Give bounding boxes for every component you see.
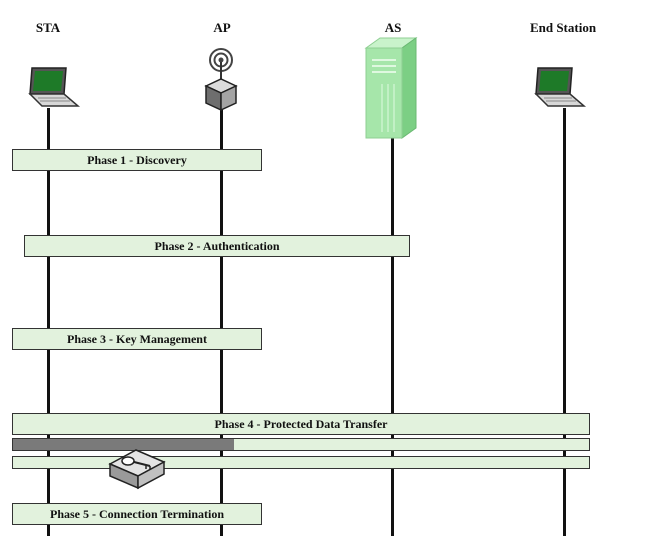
phase-5-connection-termination: Phase 5 - Connection Termination: [12, 503, 262, 525]
phase-4-protected-data-transfer: Phase 4 - Protected Data Transfer: [12, 413, 590, 435]
lifeline-ap: [220, 108, 223, 536]
laptop-icon: [534, 67, 587, 107]
phase-2-authentication: Phase 2 - Authentication: [24, 235, 410, 257]
entity-label-end-station: End Station: [529, 20, 597, 35]
lifeline-as: [391, 108, 394, 536]
access-point-icon: [204, 48, 238, 112]
lifeline-sta: [47, 108, 50, 536]
protected-channel-segment: [13, 439, 234, 450]
phase-3-key-management: Phase 3 - Key Management: [12, 328, 262, 350]
phase-3-label: Phase 3 - Key Management: [67, 331, 207, 346]
server-icon: [364, 37, 418, 139]
entity-label-sta: STA: [35, 20, 61, 35]
phase-1-label: Phase 1 - Discovery: [87, 152, 187, 167]
protected-channel-lower: [12, 456, 590, 469]
key-lock-icon: [108, 449, 166, 490]
phase-2-label: Phase 2 - Authentication: [154, 238, 280, 253]
phase-1-discovery: Phase 1 - Discovery: [12, 149, 262, 171]
protected-channel-upper: [12, 438, 590, 451]
lifeline-end-station: [563, 108, 566, 536]
phase-4-label: Phase 4 - Protected Data Transfer: [214, 416, 388, 431]
entity-label-as: AS: [384, 20, 402, 35]
laptop-icon: [28, 67, 81, 107]
entity-label-ap: AP: [213, 20, 231, 35]
phase-5-label: Phase 5 - Connection Termination: [49, 506, 224, 521]
